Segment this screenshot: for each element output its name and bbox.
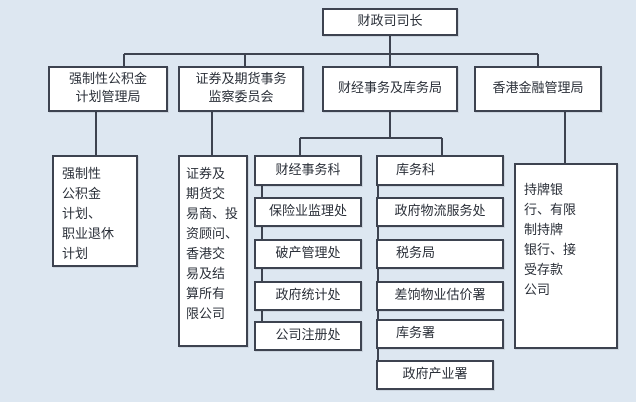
companies-node: 公司注册处 xyxy=(254,321,362,351)
sfc-node: 证券及期货事务 监察委员会 xyxy=(178,66,304,112)
gld-node: 政府物流服务处 xyxy=(376,197,504,227)
root-node: 财政司司长 xyxy=(322,8,458,36)
hkma-node: 香港金融管理局 xyxy=(474,66,602,112)
bankruptcy-node: 破产管理处 xyxy=(254,239,362,269)
census-node: 政府统计处 xyxy=(254,281,362,311)
treasury-node: 库务署 xyxy=(376,319,504,349)
sfc-scope-node: 证券及 期货交 易商、投 资顾问、 香港交 易及结 算所有 限公司 xyxy=(178,155,248,347)
fs-branch-node: 财经事务科 xyxy=(254,155,362,186)
rvd-node: 差饷物业估价署 xyxy=(376,281,504,311)
mpfa-scope-node: 强制性 公积金 计划、 职业退休 计划 xyxy=(52,155,138,267)
treasury-branch-node: 库务科 xyxy=(376,155,504,186)
mpfa-node: 强制性公积金 计划管理局 xyxy=(48,66,168,112)
hkma-scope-node: 持牌银 行、有限 制持牌 银行、接 受存款 公司 xyxy=(514,163,618,349)
ird-node: 税务局 xyxy=(376,239,504,269)
gpa-node: 政府产业署 xyxy=(376,360,494,390)
insurance-node: 保险业监理处 xyxy=(254,197,362,227)
fstb-node: 财经事务及库务局 xyxy=(322,66,458,112)
